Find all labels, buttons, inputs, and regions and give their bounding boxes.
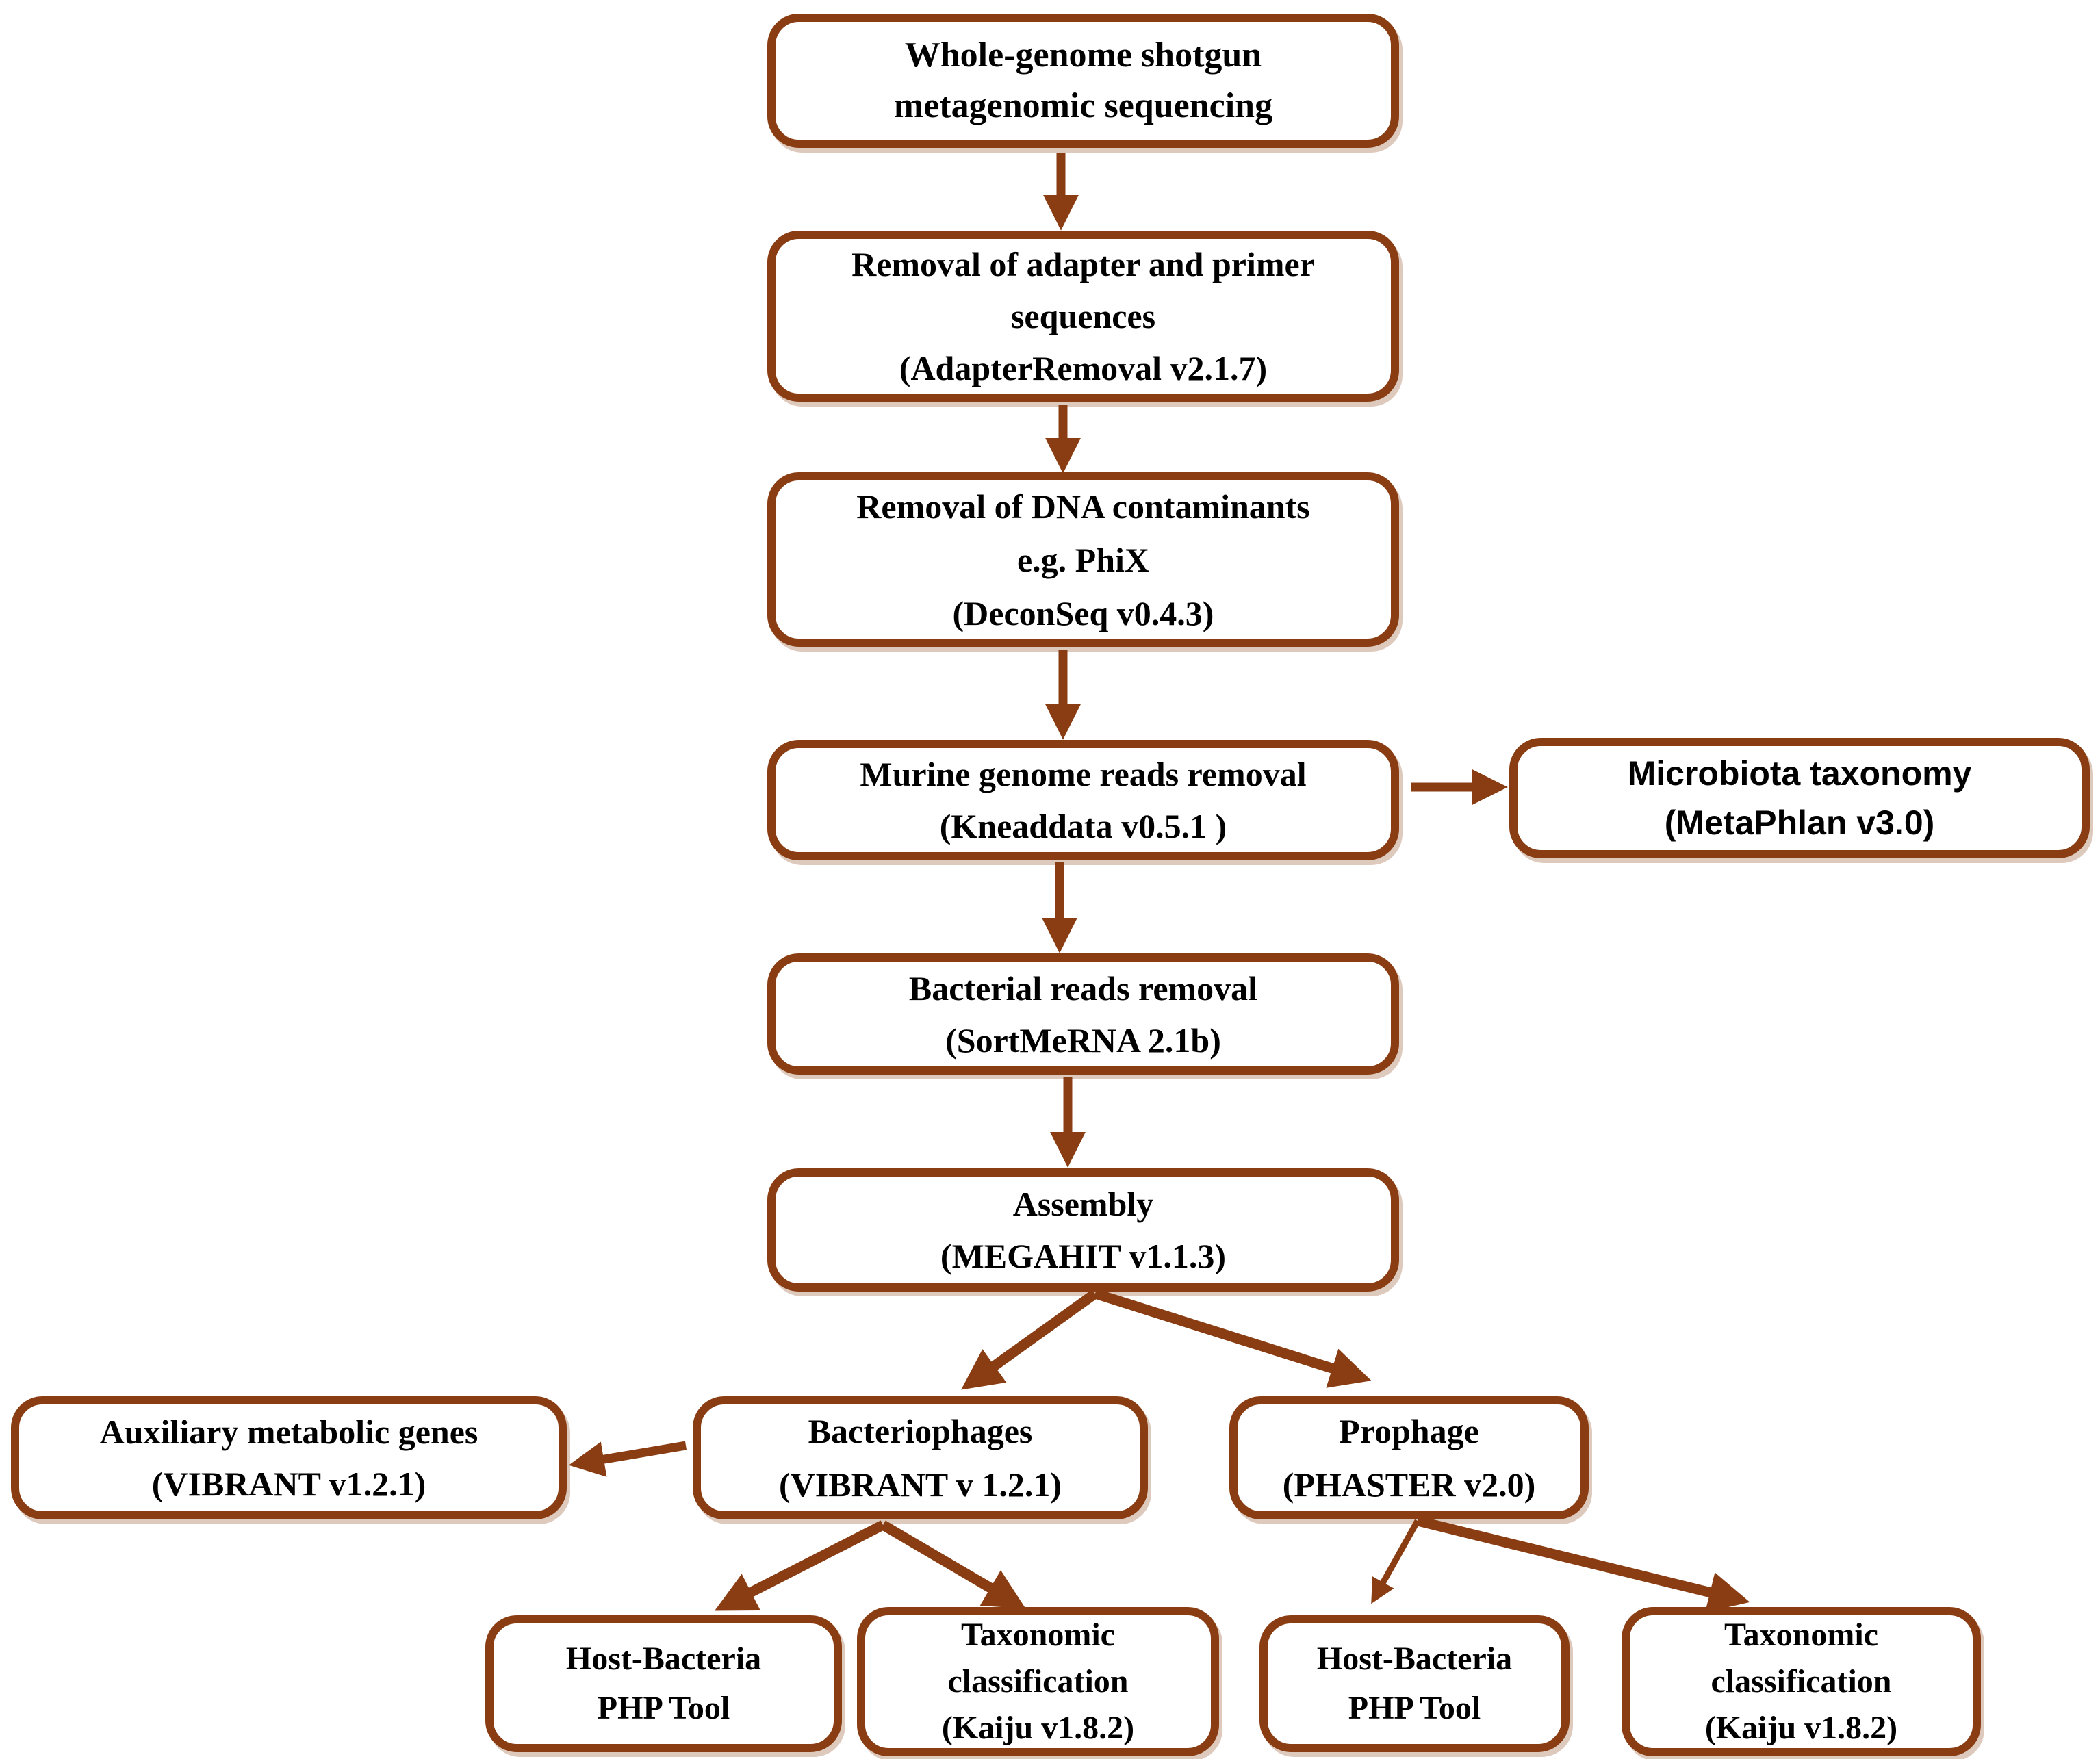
node-text-line: Murine genome reads removal [860,755,1307,793]
node-text-line: Taxonomic [1724,1617,1878,1653]
node-text-line: Taxonomic [961,1617,1115,1653]
node-text-line: (Kaiju v1.8.2) [941,1710,1135,1746]
arrow-prophage-to-kaiju2 [1416,1515,1750,1613]
node-text-line: sequences [1010,297,1156,335]
node-text-line: PHP Tool [597,1690,730,1726]
node-text: Taxonomic classification (Kaiju v1.8.2) [865,1612,1211,1751]
node-text: Removal of DNA contaminants e.g. PhiX (D… [776,480,1391,640]
node-text-line: Removal of adapter and primer [851,245,1315,283]
node-text-line: Whole-genome shotgun [904,36,1262,75]
node-text-line: (DeconSeq v0.4.3) [952,593,1214,632]
node-taxonomic-classification-right: Taxonomic classification (Kaiju v1.8.2) [1622,1607,1981,1756]
node-text: Removal of adapter and primer sequences … [776,238,1391,394]
node-text: Taxonomic classification (Kaiju v1.8.2) [1630,1612,1973,1751]
node-host-bacteria-php-tool-left: Host-Bacteria PHP Tool [485,1615,842,1752]
node-microbiota-taxonomy: Microbiota taxonomy (MetaPhlan v3.0) [1509,738,2090,858]
node-text-line: Auxiliary metabolic genes [99,1413,478,1451]
node-text-line: Removal of DNA contaminants [856,487,1310,526]
node-text-line: (Kneaddata v0.5.1 ) [939,807,1227,845]
node-text: Auxiliary metabolic genes (VIBRANT v1.2.… [19,1406,559,1510]
node-text-line: (MetaPhlan v3.0) [1664,804,1935,842]
node-text: Host-Bacteria PHP Tool [1268,1634,1561,1733]
node-text-line: e.g. PhiX [1016,540,1150,579]
node-text-line: classification [947,1663,1129,1699]
node-text-line: classification [1711,1663,1892,1699]
node-text-line: metagenomic sequencing [893,86,1273,125]
arrow-phages-to-amg [568,1441,687,1477]
node-text: Microbiota taxonomy (MetaPhlan v3.0) [1518,749,2082,847]
node-text: Prophage (PHASTER v2.0) [1238,1404,1580,1511]
node-bacterial-reads-removal: Bacterial reads removal (SortMeRNA 2.1b) [767,953,1399,1075]
node-text-line: Microbiota taxonomy [1627,754,1972,793]
node-text-line: Host-Bacteria [565,1641,762,1677]
node-text: Host-Bacteria PHP Tool [494,1634,834,1733]
node-text-line: (PHASTER v2.0) [1282,1465,1536,1504]
node-text: Whole-genome shotgun metagenomic sequenc… [776,30,1391,131]
node-taxonomic-classification-left: Taxonomic classification (Kaiju v1.8.2) [857,1607,1219,1756]
node-text-line: (VIBRANT v 1.2.1) [779,1465,1062,1504]
arrow-assembly-to-prophage [1093,1288,1372,1388]
node-text-line: Bacteriophages [808,1412,1033,1450]
node-bacteriophages: Bacteriophages (VIBRANT v 1.2.1) [693,1396,1148,1519]
node-text-line: (SortMeRNA 2.1b) [945,1020,1221,1060]
node-murine-reads-removal: Murine genome reads removal (Kneaddata v… [767,740,1399,860]
node-adapter-removal: Removal of adapter and primer sequences … [767,231,1399,402]
node-text: Bacterial reads removal (SortMeRNA 2.1b) [776,962,1391,1066]
node-dna-contaminant-removal: Removal of DNA contaminants e.g. PhiX (D… [767,472,1399,647]
arrow-phages-to-kaiju1 [880,1520,1026,1609]
node-whole-genome-sequencing: Whole-genome shotgun metagenomic sequenc… [767,14,1399,148]
arrow-assembly-to-phages [961,1289,1099,1390]
node-assembly: Assembly (MEGAHIT v1.1.3) [767,1168,1399,1292]
node-prophage: Prophage (PHASTER v2.0) [1229,1396,1589,1519]
node-text: Assembly (MEGAHIT v1.1.3) [776,1178,1391,1282]
node-text-line: Prophage [1339,1412,1479,1450]
node-auxiliary-metabolic-genes: Auxiliary metabolic genes (VIBRANT v1.2.… [11,1396,567,1519]
arrow-prophage-to-php2 [1371,1519,1420,1604]
node-text-line: (AdapterRemoval v2.1.7) [899,349,1268,387]
node-text: Murine genome reads removal (Kneaddata v… [776,748,1391,852]
node-text-line: Host-Bacteria [1316,1641,1513,1677]
node-text-line: (Kaiju v1.8.2) [1704,1710,1898,1746]
arrow-phages-to-php1 [714,1520,886,1611]
node-host-bacteria-php-tool-right: Host-Bacteria PHP Tool [1259,1615,1570,1752]
node-text-line: (MEGAHIT v1.1.3) [940,1237,1227,1275]
node-text-line: Bacterial reads removal [908,968,1258,1007]
node-text-line: PHP Tool [1348,1690,1481,1726]
node-text: Bacteriophages (VIBRANT v 1.2.1) [701,1404,1140,1511]
node-text-line: (VIBRANT v1.2.1) [151,1465,426,1503]
node-text-line: Assembly [1012,1185,1154,1223]
